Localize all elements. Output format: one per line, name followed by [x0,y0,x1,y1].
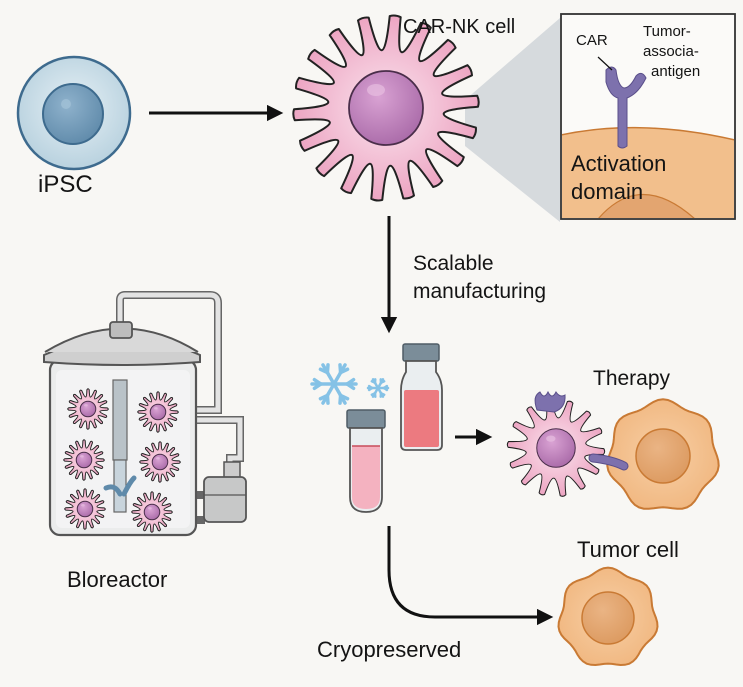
car-nk-cell-icon [292,14,480,202]
bioreactor-label: Bloreactor [67,567,168,592]
therapy-tumor-cell-icon [606,398,720,510]
bioreactor-nk-cell-icon [139,441,181,483]
activation-line1: Activation [571,151,667,176]
car-receptor-icon [597,56,647,149]
snowflake-icon [310,363,390,405]
tumor-antigen-line1: Tumor- [643,23,691,40]
bioreactor-nk-cell-icon [67,388,109,430]
scalable-manufacturing-line2: manufacturing [413,280,547,303]
bioreactor-nk-cell-icon [137,391,179,433]
therapy-receptor-icon [534,390,629,471]
bioreactor-nk-cell-icon [63,439,105,481]
cryovial-tube-icon [346,409,386,513]
ipsc-cell-icon [16,55,132,171]
tumor-antigen-label: Tumor- associa- antigen [643,22,700,82]
car-label: CAR [576,32,608,49]
bioreactor-nk-cell-icon [64,488,106,530]
car-inset-panel [560,13,736,220]
car-nk-cell-label: CAR-NK cell [403,16,516,38]
bioreactor-icon [43,291,247,537]
scalable-manufacturing-line1: Scalable [413,252,494,275]
activation-line2: domain [571,179,644,204]
zoom-cone [465,18,560,222]
therapy-nk-cell-icon [506,399,606,497]
arrow-cryopreserved [387,526,554,626]
tumor-antigen-line2: associa- [643,43,699,60]
cryopreserved-label: Cryopreserved [317,637,462,662]
tumor-antigen-line3: antigen [651,63,701,80]
tumor-cell-label: Tumor cell [577,537,679,562]
activation-domain-label: Activation domain [571,150,666,206]
cryovial-tall-icon [400,343,443,451]
ipsc-label: iPSC [38,171,93,198]
bioreactor-nk-cell-icon [131,491,173,533]
scalable-manufacturing-label: Scalable manufacturing [413,250,546,306]
therapy-label: Therapy [593,367,671,390]
tumor-cell-icon [557,566,659,667]
